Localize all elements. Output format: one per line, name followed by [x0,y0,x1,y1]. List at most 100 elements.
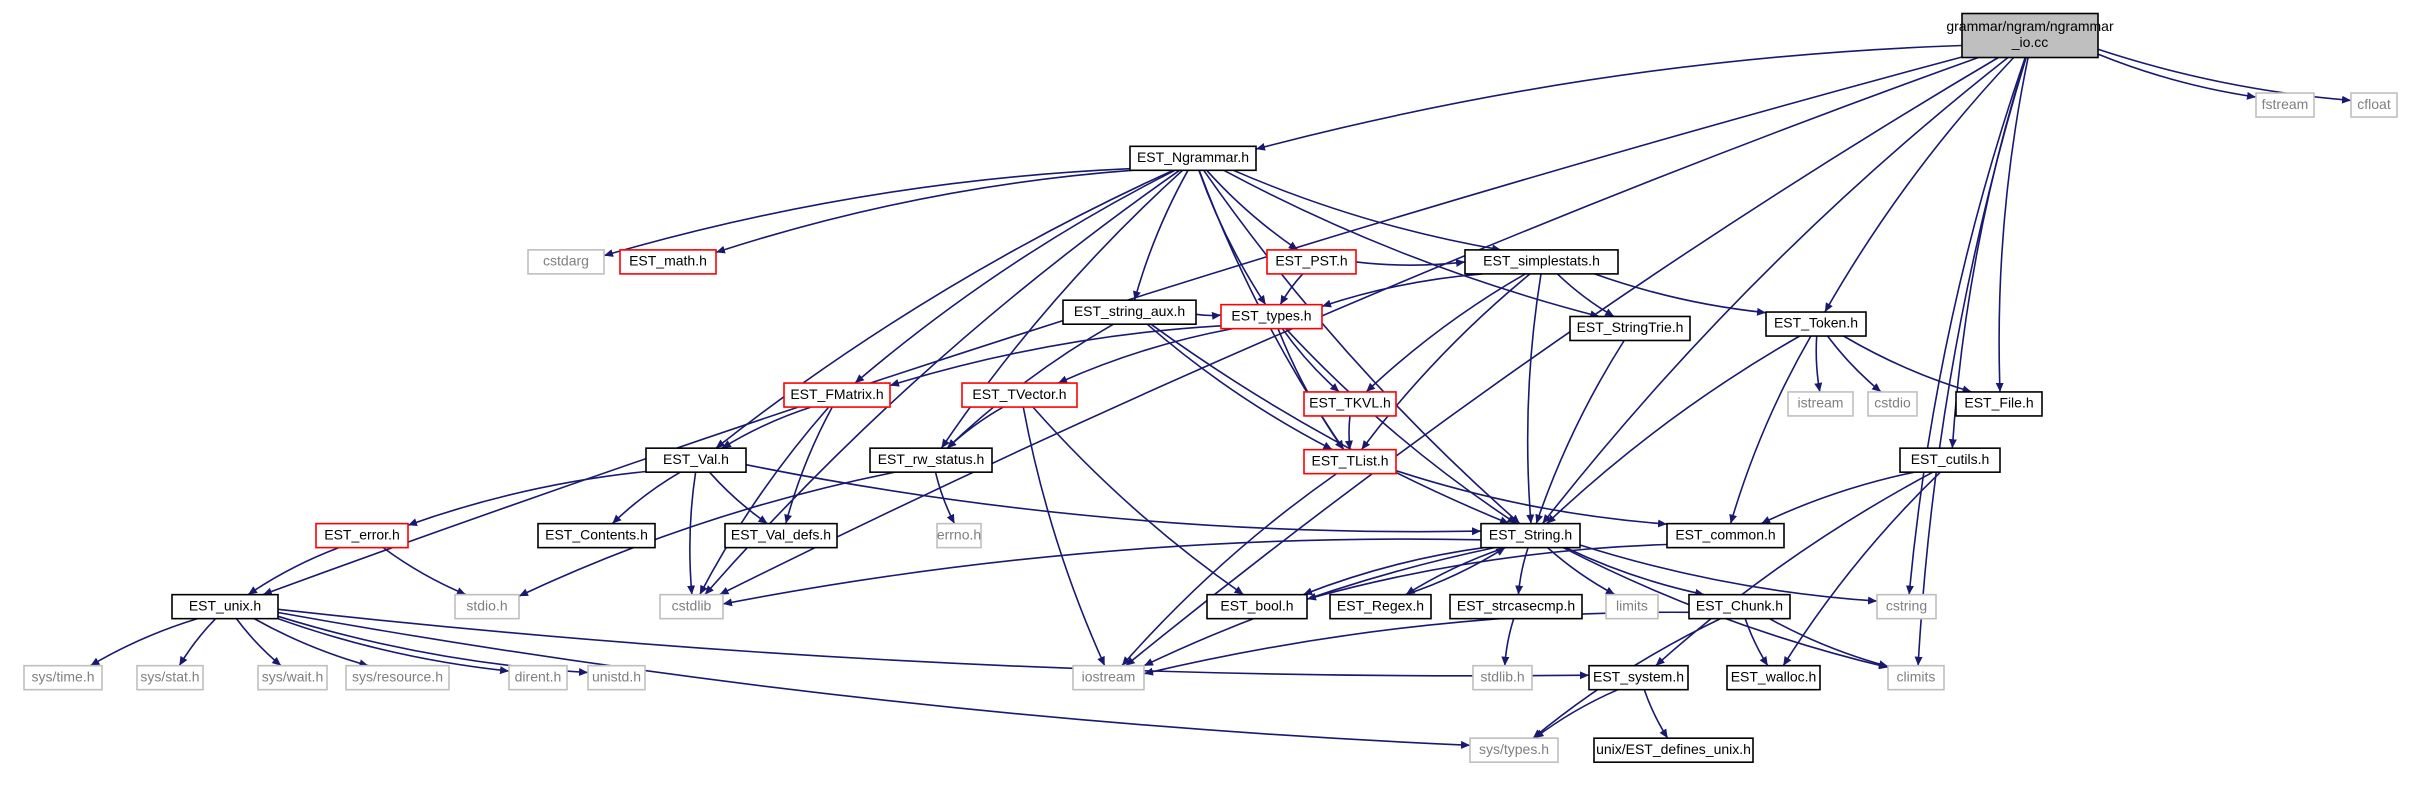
edge-string-to-bool [1302,546,1485,596]
node-rwstatus[interactable]: EST_rw_status.h [869,447,993,473]
edge-fmatrix-to-val [721,406,812,449]
edge-strcase-to-stdlib [1501,618,1515,666]
edge-string-to-iostream [1143,546,1495,667]
edge-system-to-defsunix [1643,689,1669,739]
edge-string-to-limits [1547,547,1616,596]
edge-error-to-unix [247,546,340,596]
node-root[interactable]: grammar/ngram/ngrammar_io.cc [1946,12,2114,59]
node-straux[interactable]: EST_string_aux.h [1062,299,1197,326]
node-box [2350,92,2398,118]
node-tvector[interactable]: EST_TVector.h [961,382,1078,408]
node-syswait[interactable]: sys/wait.h [257,664,328,691]
edge-simplestats-to-token [1594,273,1767,316]
node-chunk[interactable]: EST_Chunk.h [1688,593,1791,620]
node-valdefs[interactable]: EST_Val_defs.h [724,522,838,549]
node-box [1062,299,1197,326]
node-label: stdlib.h [1480,668,1524,684]
edge-types-to-fmatrix [889,325,1222,387]
edge-pst-to-types [1279,273,1304,305]
node-climits[interactable]: climits [1887,664,1945,691]
node-errno[interactable]: errno.h [936,522,982,549]
node-defsunix[interactable]: unix/EST_defines_unix.h [1593,737,1754,763]
node-box [1472,664,1533,691]
edge-regex-to-string [1405,546,1506,596]
node-system[interactable]: EST_system.h [1588,664,1689,691]
node-fmatrix[interactable]: EST_FMatrix.h [783,382,891,408]
node-tkvl[interactable]: EST_TKVL.h [1303,391,1397,417]
node-cfloat[interactable]: cfloat [2350,92,2398,118]
node-iostream[interactable]: iostream [1072,664,1145,691]
node-box [508,664,568,691]
node-box [345,664,450,691]
edge-line [1395,469,1668,528]
node-label: EST_TVector.h [972,386,1066,402]
node-strtrie[interactable]: EST_StringTrie.h [1569,315,1691,342]
node-ngrammar[interactable]: EST_Ngrammar.h [1129,145,1257,172]
node-simplestats[interactable]: EST_simplestats.h [1464,249,1619,275]
node-cstdarg[interactable]: cstdarg [527,249,605,275]
node-strcase[interactable]: EST_strcasecmp.h [1449,593,1583,620]
node-istream[interactable]: istream [1787,391,1854,417]
node-dirent[interactable]: dirent.h [508,664,568,691]
edge-root-to-iostream [1125,56,1999,667]
edge-line [1556,273,1615,318]
node-file[interactable]: EST_File.h [1955,391,2043,417]
edge-line [518,471,895,597]
node-box [1765,311,1867,337]
edge-unix-to-sysstat [178,618,217,667]
node-stdio[interactable]: stdio.h [454,593,520,620]
node-label: sys/time.h [31,668,94,684]
edge-line [1355,258,1466,267]
node-label: limits [1616,597,1648,613]
node-math[interactable]: EST_math.h [619,249,717,275]
node-sysres[interactable]: sys/resource.h [345,664,450,691]
node-string[interactable]: EST_String.h [1480,522,1581,549]
node-cutils[interactable]: EST_cutils.h [1899,447,2001,473]
node-cstring[interactable]: cstring [1876,593,1937,620]
node-error[interactable]: EST_error.h [315,522,409,549]
edge-val-to-string [745,463,1482,536]
node-label: grammar/ngram/ngrammar [1946,18,2114,34]
edge-line [934,472,956,524]
edge-line [1206,169,1299,251]
edge-line [1125,56,1999,667]
node-limits[interactable]: limits [1605,593,1659,620]
node-label: EST_Regex.h [1337,597,1424,613]
node-types[interactable]: EST_types.h [1220,303,1323,330]
node-regex[interactable]: EST_Regex.h [1329,593,1432,620]
edge-root-to-cstring [1905,57,2026,595]
edge-line [1501,618,1515,666]
node-cstdio[interactable]: cstdio [1867,391,1918,417]
node-systime[interactable]: sys/time.h [23,664,103,691]
node-fstream[interactable]: fstream [2255,92,2315,118]
node-box [1605,593,1659,620]
node-unix[interactable]: EST_unix.h [171,593,279,620]
edge-line [1744,618,1769,667]
node-unistd[interactable]: unistd.h [587,664,646,691]
node-cstdlib[interactable]: cstdlib [659,593,724,620]
edge-straux-to-tlist [1146,323,1333,451]
node-bool[interactable]: EST_bool.h [1206,593,1308,620]
edge-simplestats-to-types [1321,273,1483,308]
node-contents[interactable]: EST_Contents.h [537,522,656,549]
node-systypes[interactable]: sys/types.h [1469,737,1559,763]
edge-line [1594,273,1767,316]
node-stdlib[interactable]: stdlib.h [1472,664,1533,691]
node-label: cstdarg [543,253,589,269]
node-sysstat[interactable]: sys/stat.h [136,664,204,691]
node-common[interactable]: EST_common.h [1666,522,1785,549]
node-walloc[interactable]: EST_walloc.h [1726,664,1821,691]
node-tlist[interactable]: EST_TList.h [1303,448,1397,475]
edge-cutils-to-system [1655,471,1934,667]
node-box [1329,593,1432,620]
edge-line [253,617,369,668]
node-box [1961,12,2099,59]
edge-root-to-cfloat [2097,48,2352,104]
node-val[interactable]: EST_Val.h [645,447,747,473]
node-pst[interactable]: EST_PST.h [1266,249,1357,275]
edge-line [1146,323,1333,451]
node-token[interactable]: EST_Token.h [1765,311,1867,337]
edge-unix-to-syswait [235,618,282,667]
node-label: EST_TKVL.h [1309,395,1391,411]
